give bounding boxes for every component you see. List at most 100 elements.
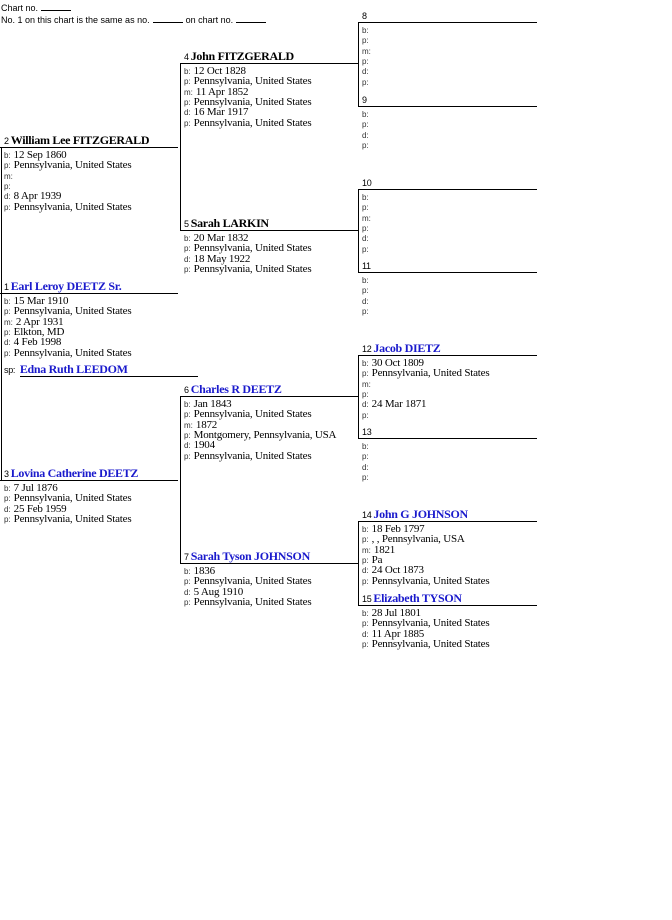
field-label: p: bbox=[362, 36, 369, 46]
field-label: m: bbox=[184, 87, 193, 97]
person-number: 10 bbox=[362, 178, 372, 188]
field-value: Pennsylvania, United States bbox=[193, 75, 312, 88]
field-label: b: bbox=[184, 567, 191, 576]
person-field: d:11 Apr 1885 bbox=[362, 628, 424, 640]
field-value: 16 Mar 1917 bbox=[193, 106, 249, 119]
field-value: Pennsylvania, United States bbox=[371, 637, 490, 650]
field-value: 5 Aug 1910 bbox=[193, 585, 244, 598]
person-name-link[interactable]: Sarah Tyson JOHNSON bbox=[190, 549, 311, 563]
person-name-link[interactable]: Charles R DEETZ bbox=[190, 382, 282, 396]
field-label: b: bbox=[362, 525, 369, 534]
field-label: m: bbox=[362, 379, 371, 389]
person-name: John FITZGERALD bbox=[190, 49, 295, 63]
person-field: b: bbox=[362, 108, 372, 119]
person-field: p: bbox=[362, 55, 372, 66]
field-value: , , Pennsylvania, USA bbox=[371, 533, 465, 546]
person-field: p: bbox=[362, 243, 372, 254]
person-line bbox=[358, 189, 537, 190]
person-name-link[interactable]: Lovina Catherine DEETZ bbox=[10, 466, 139, 480]
person-field: p:Pennsylvania, United States bbox=[184, 596, 312, 608]
field-label: d: bbox=[184, 254, 191, 264]
field-label: m: bbox=[362, 46, 371, 56]
field-label: p: bbox=[184, 410, 191, 420]
person-field: p: bbox=[362, 284, 372, 296]
field-label: d: bbox=[362, 67, 369, 77]
field-label: p: bbox=[362, 286, 369, 296]
field-label: d: bbox=[4, 192, 11, 202]
field-label: p: bbox=[362, 410, 369, 420]
field-label: p: bbox=[4, 514, 11, 524]
person-field: b:12 Sep 1860 bbox=[4, 149, 67, 161]
field-label: p: bbox=[184, 430, 191, 440]
person-number: 1 bbox=[4, 282, 9, 292]
person-field: p: bbox=[362, 139, 372, 150]
person-number: 3 bbox=[4, 469, 9, 479]
bracket-line bbox=[358, 22, 359, 107]
person-line bbox=[0, 480, 178, 481]
person-name-link[interactable]: Elizabeth TYSON bbox=[373, 591, 462, 605]
person-line bbox=[180, 230, 358, 231]
field-value: 8 Apr 1939 bbox=[13, 190, 62, 203]
field-label: p: bbox=[362, 639, 369, 649]
field-label: d: bbox=[4, 504, 11, 514]
person-field: b:28 Jul 1801 bbox=[362, 607, 421, 619]
field-value: Pennsylvania, United States bbox=[193, 262, 312, 275]
field-value: Pa bbox=[371, 553, 383, 566]
field-value: 11 Apr 1852 bbox=[195, 85, 249, 98]
person-field: b: bbox=[362, 24, 372, 35]
person-field: p:Pennsylvania, United States bbox=[184, 116, 312, 129]
person-line bbox=[180, 563, 358, 564]
person-9-title: 9 bbox=[362, 92, 369, 107]
field-label: b: bbox=[4, 484, 11, 493]
field-label: d: bbox=[362, 296, 369, 306]
field-label: d: bbox=[184, 441, 191, 451]
field-value: 1821 bbox=[373, 543, 396, 556]
person-name-link[interactable]: Earl Leroy DEETZ Sr. bbox=[10, 279, 122, 293]
person-field: m: bbox=[4, 170, 16, 181]
person-number: 6 bbox=[184, 385, 189, 395]
person-11-title: 11 bbox=[362, 258, 373, 273]
person-field: m: bbox=[362, 45, 374, 56]
field-value: 18 Feb 1797 bbox=[371, 523, 425, 535]
person-field: b:7 Jul 1876 bbox=[4, 482, 58, 494]
person-name-link[interactable]: John G JOHNSON bbox=[373, 507, 468, 521]
person-line bbox=[180, 63, 358, 64]
field-label: p: bbox=[362, 369, 369, 379]
field-label: p: bbox=[362, 555, 369, 565]
person-field: p:Pennsylvania, United States bbox=[4, 201, 132, 213]
person-field: m:1872 bbox=[184, 419, 217, 431]
person-field: p:Pennsylvania, United States bbox=[184, 408, 312, 420]
person-field: p:Pennsylvania, United States bbox=[362, 575, 490, 587]
person-field: b:20 Mar 1832 bbox=[184, 232, 249, 244]
person-name-link[interactable]: Jacob DIETZ bbox=[373, 341, 441, 355]
bracket-line bbox=[358, 355, 359, 439]
field-label: b: bbox=[362, 26, 369, 35]
person-line bbox=[358, 272, 537, 273]
person-field: p:Pennsylvania, United States bbox=[362, 637, 490, 650]
person-name: Sarah LARKIN bbox=[190, 216, 269, 230]
person-number: 12 bbox=[362, 344, 372, 354]
person-13-title: 13 bbox=[362, 424, 373, 439]
field-value: 15 Mar 1910 bbox=[13, 295, 69, 307]
field-value: Pennsylvania, United States bbox=[13, 305, 132, 318]
same-as-middle: on chart no. bbox=[185, 15, 234, 25]
bracket-line bbox=[1, 147, 2, 481]
field-label: b: bbox=[4, 297, 11, 306]
person-field: b:18 Feb 1797 bbox=[362, 523, 425, 535]
person-field: d: bbox=[362, 461, 372, 472]
field-label: d: bbox=[362, 400, 369, 410]
person-line bbox=[358, 355, 537, 356]
field-label: d: bbox=[184, 108, 191, 118]
person-field: p:Pennsylvania, United States bbox=[4, 305, 132, 318]
person-field: p:Pennsylvania, United States bbox=[184, 450, 312, 462]
person-field: p: bbox=[362, 450, 372, 461]
field-label: p: bbox=[4, 202, 11, 212]
person-field: p:Pennsylvania, United States bbox=[4, 492, 132, 504]
person-field: m:11 Apr 1852 bbox=[184, 85, 249, 98]
field-value: Pennsylvania, United States bbox=[193, 116, 312, 129]
spouse-name-link[interactable]: Edna Ruth LEEDOM bbox=[19, 362, 128, 376]
person-field: p:, , Pennsylvania, USA bbox=[362, 533, 465, 546]
person-field: m:1821 bbox=[362, 543, 396, 556]
